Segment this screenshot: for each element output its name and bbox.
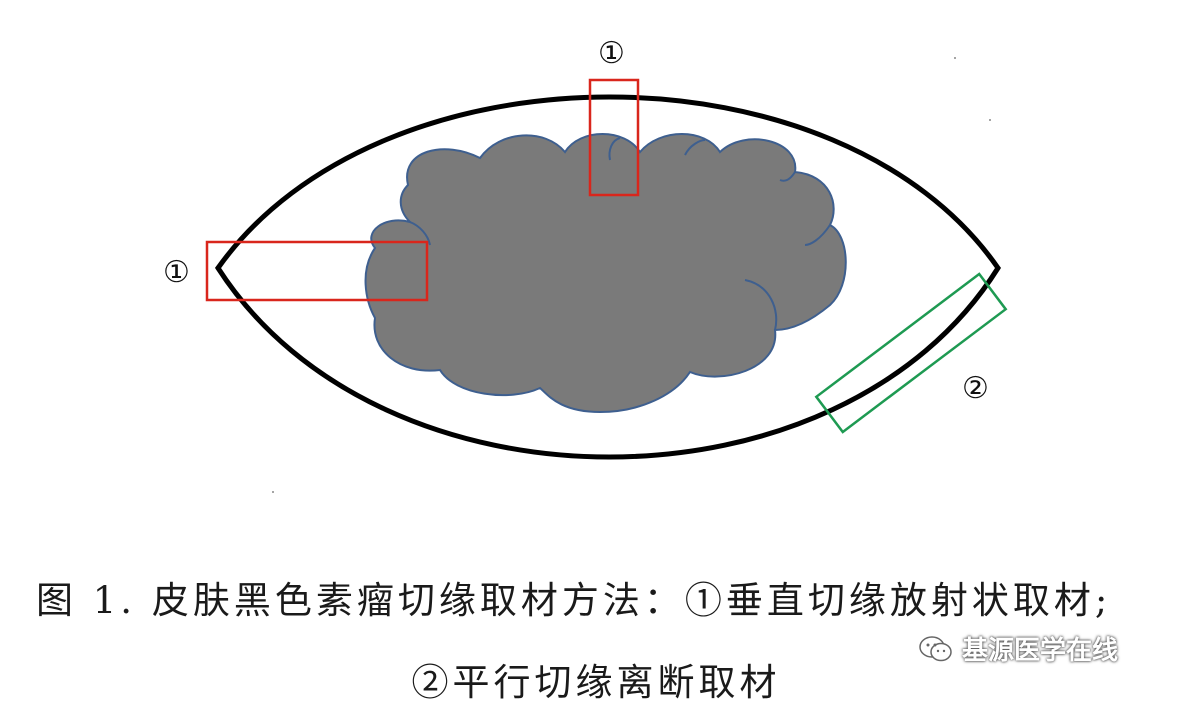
lesion-contour-bump-6 bbox=[409, 221, 431, 246]
lesion-contour-bump-2 bbox=[684, 139, 706, 156]
watermark: 基源医学在线 bbox=[918, 630, 1118, 667]
lesion-contour-bump-1 bbox=[744, 279, 778, 331]
left-radial-sample-box bbox=[205, 240, 429, 302]
scan-speck bbox=[989, 119, 991, 121]
scan-speck bbox=[272, 491, 274, 493]
lesion-contour-bump-3 bbox=[608, 137, 621, 161]
scan-speck bbox=[954, 57, 956, 59]
excision-ellipse bbox=[214, 94, 1001, 460]
watermark-text: 基源医学在线 bbox=[962, 636, 1119, 666]
figure-caption-line-1: 图 1. 皮肤黑色素瘤切缘取材方法：①垂直切缘放射状取材; bbox=[36, 579, 1112, 622]
lesion-contour-bump-5 bbox=[804, 224, 831, 246]
excision-diagram: ① ① ② bbox=[163, 36, 1008, 493]
top-radial-sample-box bbox=[588, 78, 640, 197]
figure-caption-line-2: ②平行切缘离断取材 bbox=[411, 661, 781, 704]
marker-right-parallel: ② bbox=[962, 371, 989, 406]
lesion-contour-bump-4 bbox=[779, 171, 796, 182]
melanoma-lesion bbox=[364, 133, 847, 414]
marker-top-vertical: ① bbox=[598, 36, 625, 71]
wechat-icon bbox=[919, 635, 952, 661]
parallel-sample-box bbox=[814, 272, 1008, 434]
marker-left-vertical: ① bbox=[163, 255, 190, 290]
